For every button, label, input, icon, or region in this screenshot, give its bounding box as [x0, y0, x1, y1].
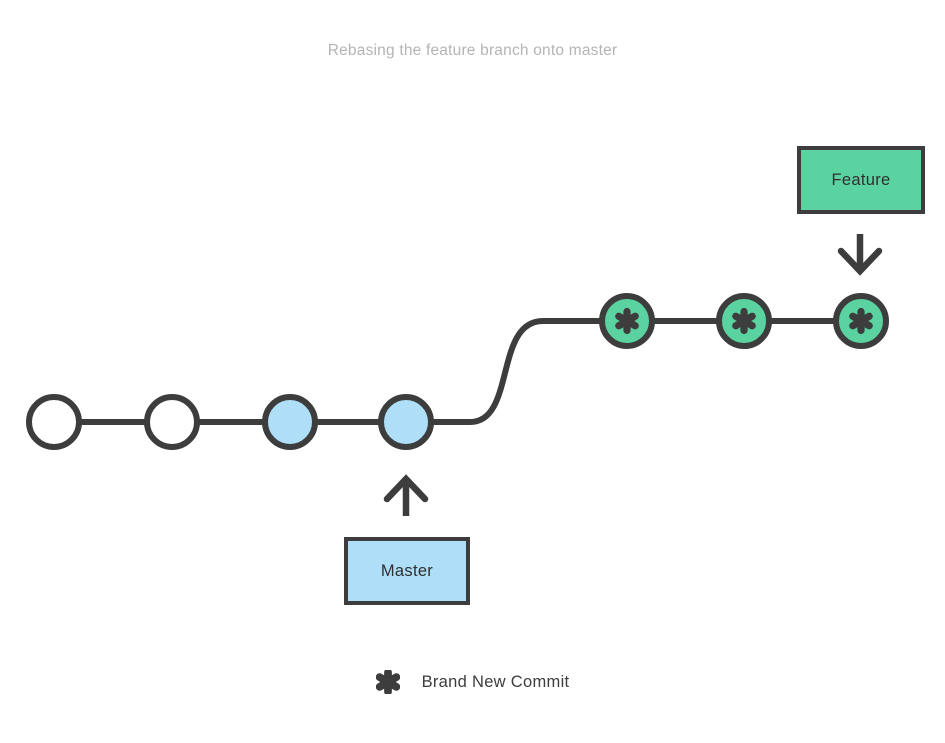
branch-curve-connector	[428, 318, 605, 425]
master-branch-commits	[26, 394, 434, 450]
commit-node-m3[interactable]	[262, 394, 318, 450]
connector-lines	[79, 318, 836, 425]
brand-new-commit-asterisk-icon	[375, 670, 400, 694]
legend-label: Brand New Commit	[421, 672, 570, 691]
new-commit-asterisk-icon	[619, 312, 635, 331]
feature-branch-label-text: Feature	[831, 170, 891, 189]
master-branch-label-text: Master	[380, 561, 434, 580]
page-title: Rebasing the feature branch onto master	[327, 42, 618, 59]
commit-node-f1[interactable]	[599, 293, 655, 349]
master-arrow-up-icon	[383, 474, 429, 516]
new-commit-asterisk-icon	[853, 312, 869, 331]
master-branch-label-box[interactable]: Master	[344, 537, 470, 605]
new-commit-asterisk-icon	[736, 312, 752, 331]
feature-branch-commits	[599, 293, 889, 349]
legend: Brand New Commit	[0, 670, 945, 694]
feature-arrow-down-icon	[837, 234, 883, 276]
commit-node-m1[interactable]	[26, 394, 82, 450]
feature-branch-label-box[interactable]: Feature	[797, 146, 925, 214]
commit-node-m4[interactable]	[378, 394, 434, 450]
commit-node-m2[interactable]	[144, 394, 200, 450]
commit-node-f3[interactable]	[833, 293, 889, 349]
commit-node-f2[interactable]	[716, 293, 772, 349]
